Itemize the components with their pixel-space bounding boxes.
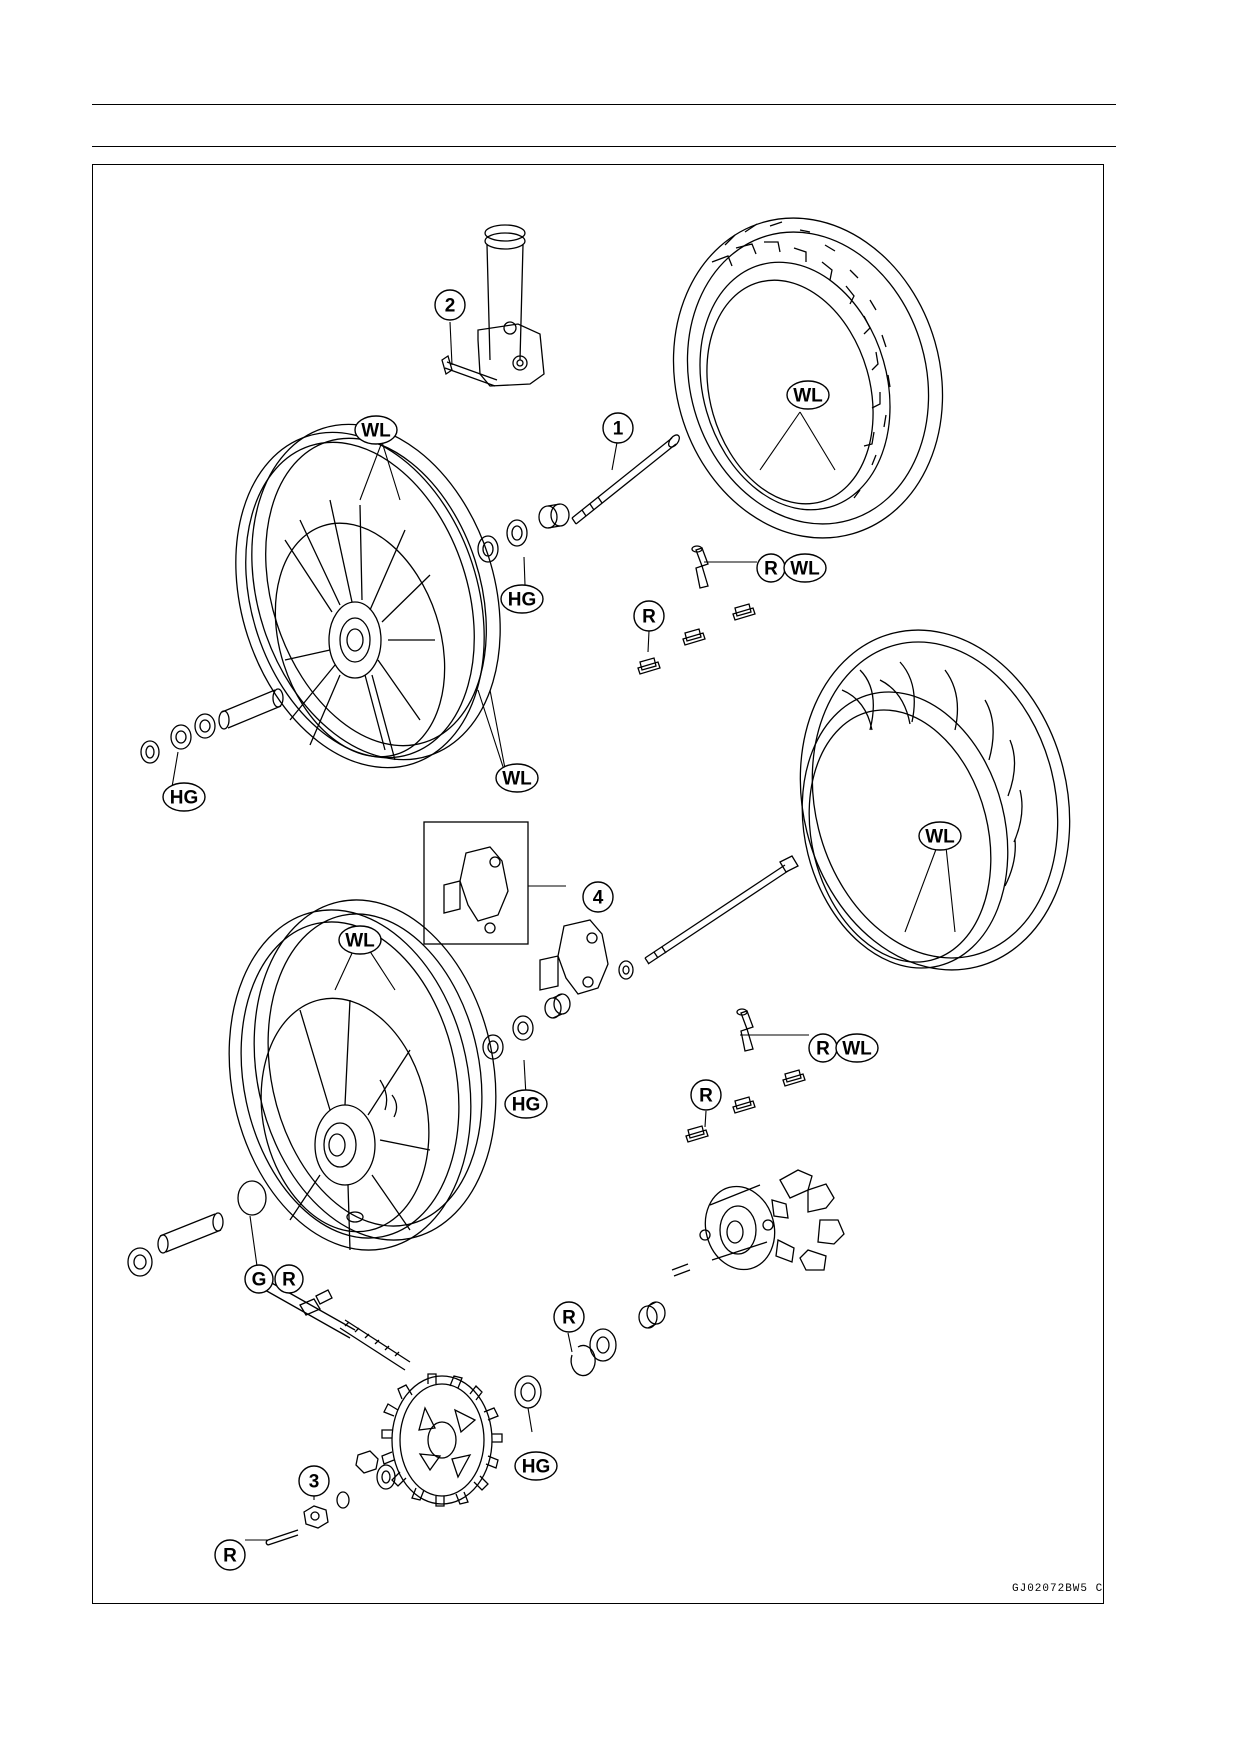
callout-r: R [562, 1308, 576, 1329]
front-distance-collar [218, 688, 284, 730]
coupling-collar [638, 1301, 666, 1329]
callout-r: R [282, 1270, 296, 1291]
rear-distance-collar [157, 1212, 224, 1254]
header-rule-bottom [92, 146, 1116, 147]
front-air-valve [691, 545, 709, 589]
header-rule-top [92, 104, 1116, 105]
callout-r: R [642, 607, 656, 628]
front-bearing-left [140, 713, 216, 764]
drive-chain [264, 1281, 411, 1371]
callout-3: 3 [309, 1472, 320, 1493]
rear-collar [544, 993, 571, 1019]
rear-sprocket [381, 1373, 503, 1507]
cotter-pin [265, 1529, 299, 1546]
callout-circles [162, 289, 962, 1571]
o-ring [237, 1180, 267, 1216]
sprocket-nut-and-washer [336, 1450, 396, 1509]
callout-hg: HG [522, 1457, 551, 1478]
callout-wl: WL [793, 386, 823, 407]
front-wheel [235, 423, 501, 769]
rear-bearing-left [127, 1247, 153, 1277]
callout-r: R [699, 1086, 713, 1107]
coupling [699, 1184, 776, 1271]
rear-wheel [228, 899, 497, 1251]
callout-labels: 2 1 WL WL HG R R WL WL HG WL 4 WL HG R R… [170, 296, 955, 1567]
callout-wl: WL [842, 1039, 872, 1060]
rear-tire [799, 629, 1071, 971]
callout-r: R [764, 559, 778, 580]
callout-hg: HG [170, 788, 199, 809]
rear-axle [644, 855, 799, 965]
rear-air-valve [736, 1008, 754, 1052]
axle-nut [303, 1505, 329, 1529]
rear-bearing-right [482, 1015, 534, 1060]
callout-wl: WL [502, 769, 532, 790]
callout-4: 4 [593, 888, 604, 909]
callout-g: G [252, 1270, 267, 1291]
coupling-stud [671, 1263, 691, 1277]
callout-wl: WL [790, 559, 820, 580]
rear-balance-weights [685, 1069, 806, 1143]
callout-hg: HG [508, 590, 537, 611]
rubber-dampers [771, 1169, 845, 1271]
front-tire [672, 217, 944, 539]
diagram-frame [92, 164, 1104, 1604]
callout-hg: HG [512, 1095, 541, 1116]
coupling-bearing [589, 1328, 617, 1362]
circlip [570, 1344, 596, 1377]
callout-r: R [223, 1546, 237, 1567]
front-bearing-right [477, 519, 528, 563]
callout-1: 1 [613, 419, 624, 440]
axle-clamp-bolt [441, 354, 498, 387]
front-fork-leg [477, 224, 545, 387]
rear-axle-washer [618, 960, 634, 980]
rear-caliper-bracket [539, 919, 609, 995]
callout-wl: WL [361, 421, 391, 442]
figure-code: GJ02072BW5 C [1012, 1583, 1104, 1595]
coupling-oil-seal [514, 1375, 542, 1409]
rear-caliper-bracket-inset [423, 821, 529, 945]
callout-2: 2 [445, 296, 456, 317]
front-collar [538, 503, 570, 529]
callout-wl: WL [925, 827, 955, 848]
callout-wl: WL [345, 931, 375, 952]
front-balance-weights [637, 603, 756, 675]
front-axle [571, 434, 680, 525]
callout-r: R [816, 1039, 830, 1060]
